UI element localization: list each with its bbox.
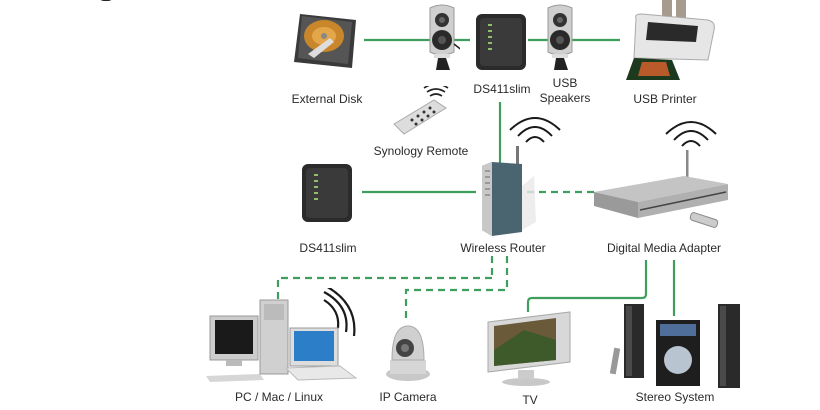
clipped-heading-fragment xyxy=(98,0,112,4)
link-router-pc-path xyxy=(276,276,492,300)
label-pc-mac-linux: PC / Mac / Linux xyxy=(234,390,324,404)
label-tv: TV xyxy=(522,393,538,407)
label-stereo-system: Stereo System xyxy=(635,390,715,404)
label-external-disk: External Disk xyxy=(291,92,363,106)
label-synology-remote: Synology Remote xyxy=(373,144,469,158)
tv-icon xyxy=(487,311,571,386)
nas-icon xyxy=(476,14,526,70)
speaker-left-icon xyxy=(429,4,460,70)
remote-control-icon xyxy=(393,86,449,135)
label-usb-speakers-line2: Speakers xyxy=(539,91,591,105)
printer-icon xyxy=(626,0,715,80)
router-wifi-waves-icon xyxy=(509,117,561,143)
nas-icon-left xyxy=(302,164,352,222)
adapter-wifi-waves-icon xyxy=(665,121,717,147)
router-icon xyxy=(482,146,536,236)
speaker-right-icon xyxy=(547,4,573,70)
label-ds411slim-left: DS411slim xyxy=(299,241,357,255)
pc-wifi-waves xyxy=(323,288,356,337)
hard-disk-icon xyxy=(294,14,356,68)
link-router-camera xyxy=(404,256,509,318)
label-ds411slim-top: DS411slim xyxy=(473,82,531,96)
link-adapter-tv xyxy=(526,260,648,312)
computer-icon xyxy=(206,288,358,382)
stereo-icon xyxy=(610,304,740,388)
media-adapter-icon xyxy=(594,150,728,228)
label-usb-printer: USB Printer xyxy=(633,92,697,106)
label-wireless-router: Wireless Router xyxy=(460,241,546,255)
label-usb-speakers-line1: USB xyxy=(552,76,578,90)
label-ip-camera: IP Camera xyxy=(379,390,437,404)
camera-icon xyxy=(386,325,430,381)
label-digital-media-adapter: Digital Media Adapter xyxy=(606,241,722,255)
